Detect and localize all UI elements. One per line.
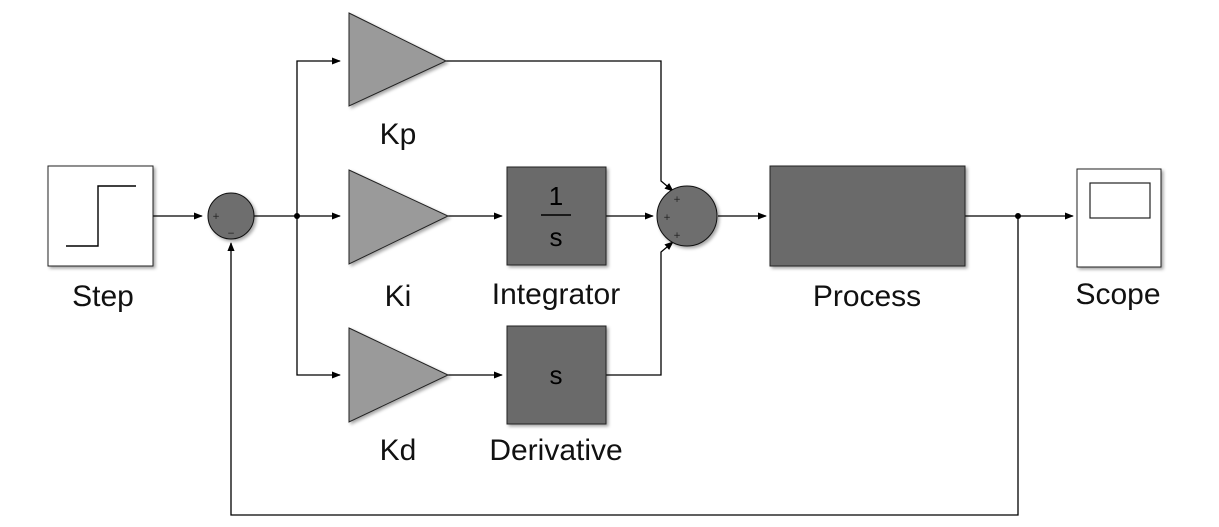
signal-lines bbox=[153, 57, 1074, 516]
process-block-body[interactable] bbox=[769, 165, 966, 267]
step-block[interactable] bbox=[47, 165, 154, 267]
kp-label: Kp bbox=[380, 118, 417, 151]
step-label: Step bbox=[72, 280, 134, 313]
output-sum-sign-bottom: + bbox=[673, 231, 681, 241]
scope-label: Scope bbox=[1075, 278, 1160, 311]
integrator-block[interactable]: 1 s bbox=[506, 166, 607, 266]
output-sum-block[interactable]: + + + bbox=[656, 185, 718, 247]
integrator-block-body[interactable] bbox=[506, 166, 607, 266]
scope-screen-icon bbox=[1089, 182, 1151, 219]
integrator-label: Integrator bbox=[492, 278, 620, 311]
derivative-block-body[interactable] bbox=[506, 325, 607, 425]
ki-gain-triangle[interactable] bbox=[348, 169, 450, 265]
error-sum-plus-sign: + bbox=[212, 212, 220, 222]
error-sum-block[interactable]: + − bbox=[207, 192, 255, 240]
kp-gain-block[interactable] bbox=[348, 12, 448, 107]
wire-error-to-kd bbox=[296, 216, 341, 379]
ki-label: Ki bbox=[385, 280, 412, 313]
error-sum-minus-sign: − bbox=[227, 229, 235, 239]
wire-derivative-to-sum bbox=[606, 241, 674, 376]
process-label: Process bbox=[813, 280, 921, 313]
kd-gain-block[interactable] bbox=[348, 327, 450, 423]
output-sum-sign-middle: + bbox=[663, 213, 671, 223]
derivative-text: s bbox=[550, 360, 563, 390]
kp-gain-triangle[interactable] bbox=[348, 12, 448, 107]
output-sum-circle[interactable] bbox=[656, 185, 718, 247]
ki-gain-block[interactable] bbox=[348, 169, 450, 265]
branch-point-error bbox=[294, 213, 300, 219]
integrator-denominator: s bbox=[550, 222, 563, 252]
kd-label: Kd bbox=[380, 434, 417, 467]
kd-gain-triangle[interactable] bbox=[348, 327, 450, 423]
wire-kp-to-sum bbox=[446, 60, 674, 192]
wire-error-to-kp bbox=[296, 57, 341, 216]
derivative-block[interactable]: s bbox=[506, 325, 607, 425]
step-icon bbox=[66, 185, 136, 247]
wire-feedback bbox=[227, 216, 1019, 516]
process-block[interactable] bbox=[769, 165, 966, 267]
scope-block[interactable] bbox=[1076, 168, 1162, 268]
branch-point-output bbox=[1015, 213, 1021, 219]
step-block-body[interactable] bbox=[47, 165, 154, 267]
derivative-label: Derivative bbox=[489, 434, 622, 467]
integrator-numerator: 1 bbox=[549, 181, 563, 211]
output-sum-sign-top: + bbox=[673, 195, 681, 205]
error-sum-circle[interactable] bbox=[207, 192, 255, 240]
